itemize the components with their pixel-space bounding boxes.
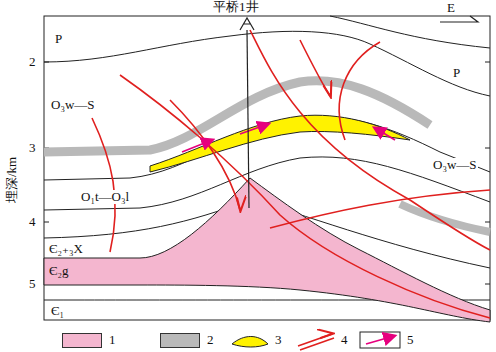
unit-label: O₁t—O₃l — [80, 190, 130, 204]
legend-number: 2 — [206, 333, 215, 347]
unit-label: P — [54, 32, 63, 46]
legend-swatch — [160, 333, 200, 348]
well-name: 平桥1井 — [212, 0, 260, 14]
unit-label: O₃w—S — [432, 158, 478, 172]
unit-label: Є₁ — [50, 304, 65, 318]
legend-swatch — [62, 333, 102, 348]
tick-label: 2 — [28, 55, 37, 69]
tick-label: 4 — [28, 215, 37, 229]
legend-number: 5 — [406, 333, 415, 347]
legend-number: 4 — [340, 333, 349, 347]
unit-label: Є₂₊₃X — [48, 242, 84, 256]
axis-title: 埋深/km — [5, 156, 19, 204]
unit-label: O₃w—S — [50, 98, 96, 112]
unit-label: Є₂g — [48, 264, 70, 278]
legend-number: 1 — [108, 333, 117, 347]
tick-label: 3 — [28, 141, 37, 155]
unit-label: P — [452, 66, 461, 80]
tick-label: 5 — [28, 277, 37, 291]
legend-number: 3 — [274, 333, 283, 347]
direction-label: E — [446, 1, 456, 15]
